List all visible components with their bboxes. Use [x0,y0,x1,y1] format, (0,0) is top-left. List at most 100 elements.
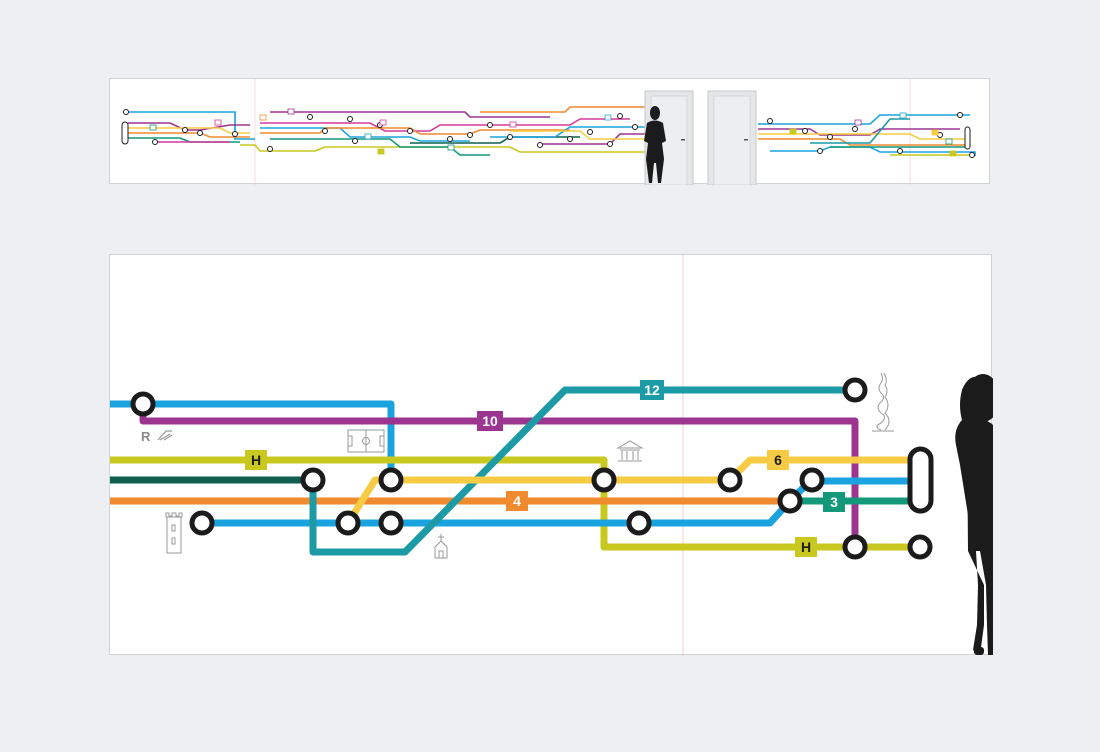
overview-badge [379,119,387,126]
overview-station [632,124,638,130]
overview-badge [447,144,455,151]
overview-station [182,127,188,133]
overview-station [152,139,158,145]
badge-line-4 [506,491,528,511]
overview-line-magenta-mid [260,118,630,132]
overview-badge [854,119,862,126]
station [777,488,803,514]
overview-badge [949,150,957,157]
person-silhouette-icon [955,374,993,655]
bicycle-icon [157,430,173,441]
station [907,534,933,560]
overview-badge [931,129,939,136]
station [591,467,617,493]
overview-station [817,148,823,154]
overview-station [123,109,129,115]
station [842,534,868,560]
overview-station [827,134,833,140]
overview-terminal [964,126,971,150]
overview-station [407,128,413,134]
station [842,377,868,403]
overview-line-darkgreen-mid [410,136,580,144]
badge-line-h-top [245,450,267,470]
overview-badge [377,148,385,155]
station [799,467,825,493]
overview-station [447,136,453,142]
badge-line-12-label: 12 [644,382,660,398]
overview-line-yellow-east [758,133,970,140]
detail-lines [110,386,920,556]
door-icon [707,90,757,185]
station [626,510,652,536]
fountain-icon [872,372,894,432]
overview-lines [126,106,976,156]
detail-map: 12 10 H 4 6 3 H R [110,255,993,656]
overview-line-blue-right [490,126,645,138]
overview-station [307,114,313,120]
overview-line-yellow-right [510,130,645,140]
detail-wall-panel: 12 10 H 4 6 3 H R [109,254,993,656]
overview-line-purple-mid [270,111,550,118]
badge-line-10 [477,411,503,431]
overview-line-teal-east [810,118,910,144]
terminal-station [907,446,934,514]
overview-station [587,129,593,135]
station [378,510,404,536]
overview-station [607,141,613,147]
overview-station [897,148,903,154]
badge-line-h-bottom-label: H [801,539,811,555]
station [300,467,326,493]
overview-badge [604,114,612,121]
overview-map [121,79,976,185]
line-blue-top [110,400,395,477]
poi-letter: R [141,429,151,444]
church-icon [434,534,448,559]
overview-station [507,134,513,140]
overview-badge [509,121,517,128]
overview-station [322,128,328,134]
overview-badge [287,108,295,115]
badge-line-6 [767,450,789,470]
overview-badge [149,124,157,131]
overview-station [802,128,808,134]
overview-station [487,122,493,128]
detail-stations [130,377,934,560]
overview-station [467,132,473,138]
overview-line-purple-left [128,122,250,131]
overview-badge [214,119,222,126]
overview-terminal [121,121,129,145]
badge-line-6-label: 6 [774,452,782,468]
badge-line-h-bottom [795,537,817,557]
overview-station [352,138,358,144]
overview-line-blue-east [758,114,970,125]
overview-station [537,142,543,148]
overview-line-lime-mid [240,144,645,153]
badge-line-4-label: 4 [513,493,521,509]
station [378,467,404,493]
overview-station [567,136,573,142]
overview-line-orange-mid [260,127,570,135]
overview-station [617,113,623,119]
badge-line-3 [823,492,845,512]
overview-station [347,116,353,122]
overview-badge [259,114,267,121]
overview-line-orange-left [128,132,250,138]
football-field-icon [347,429,385,453]
overview-station [767,118,773,124]
station [717,467,743,493]
tower-icon [165,512,183,554]
person-silhouette-icon [644,106,666,183]
overview-station [852,126,858,132]
overview-station [267,146,273,152]
overview-line-orange-right [480,106,645,113]
overview-badge [789,128,797,135]
overview-station [232,131,238,137]
station [130,391,156,417]
overview-wall-panel [109,78,990,185]
overview-line-purple-east [758,128,960,136]
overview-line-yellow-left [128,127,250,134]
overview-badge [364,133,372,140]
overview-station [197,130,203,136]
overview-badge [899,112,907,119]
badge-line-3-label: 3 [830,494,838,510]
